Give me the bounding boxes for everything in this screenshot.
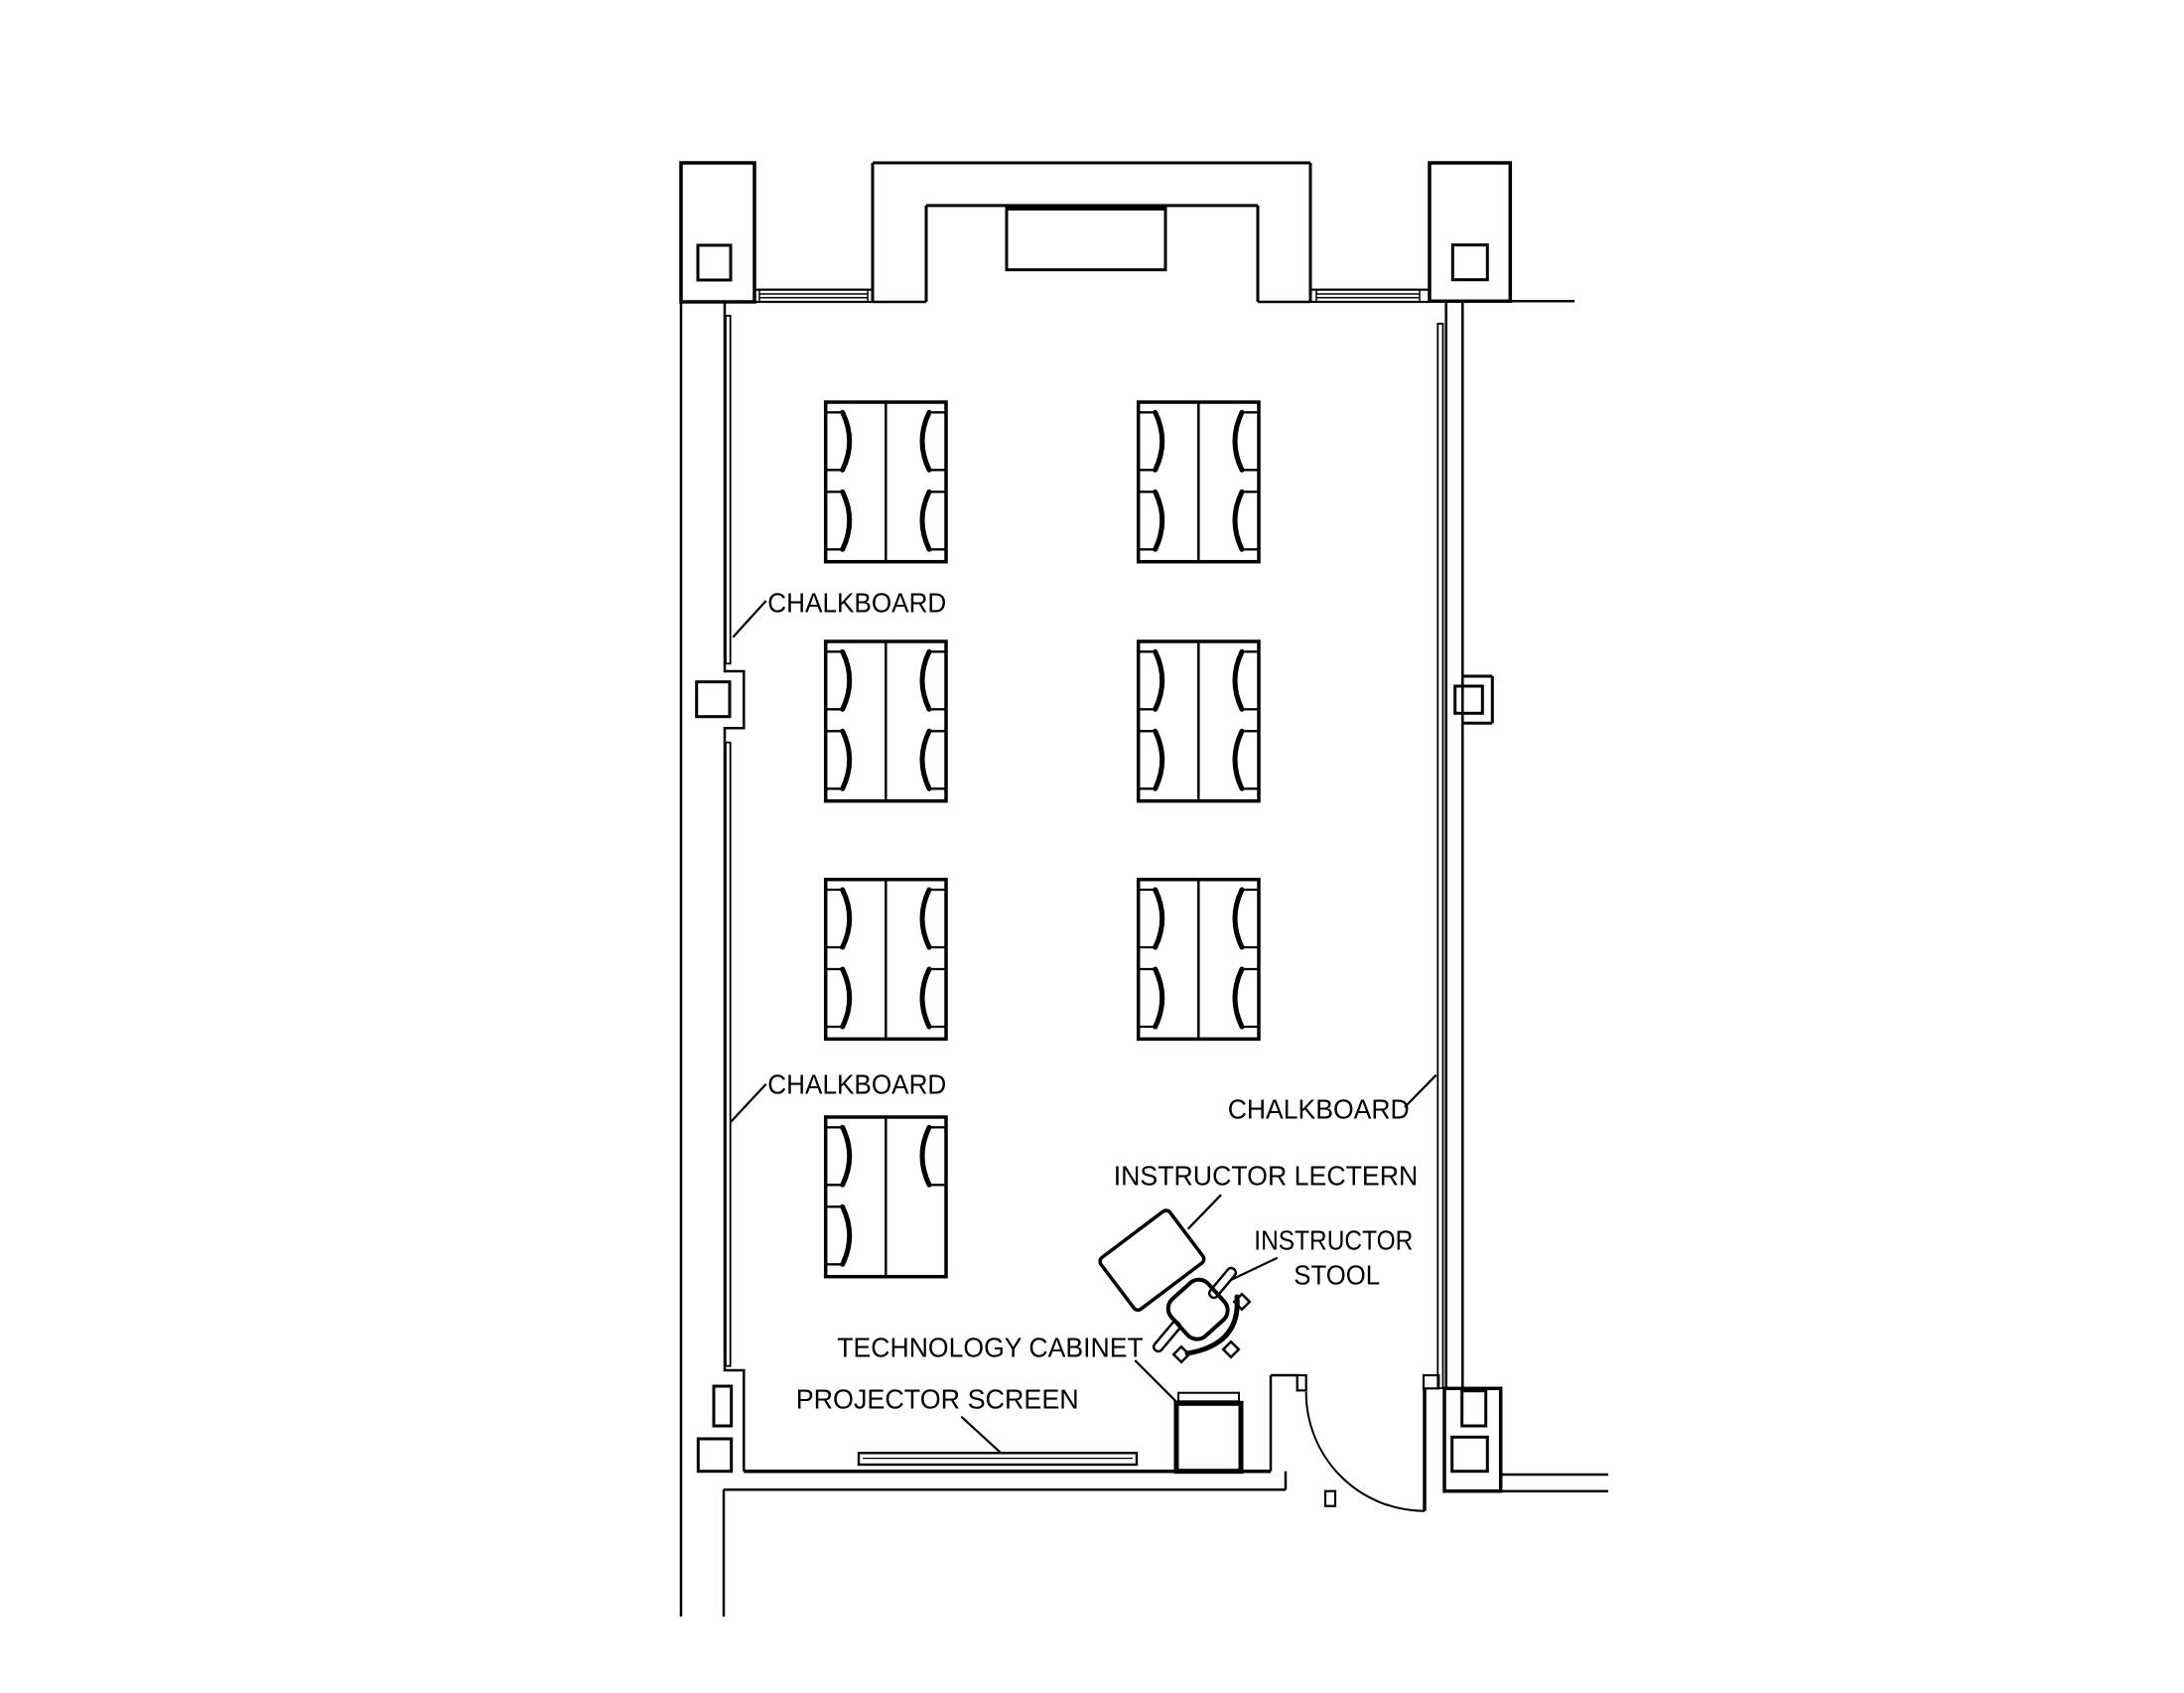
- student-table-1-chair-2-back: [919, 409, 932, 473]
- projector-screen: [857, 1452, 1139, 1467]
- instructor-stool-arm-1: [1207, 1266, 1238, 1300]
- door-swing-arc: [1304, 1391, 1426, 1512]
- column-bottom-left-core-b: [696, 1437, 734, 1474]
- technology-cabinet-label-leader: [1134, 1359, 1177, 1403]
- technology-cabinet-label: TECHNOLOGY CABINET: [837, 1333, 1143, 1363]
- student-table-5-chair-3-back: [919, 966, 932, 1030]
- instructor-stool-caster-1: [1171, 1344, 1191, 1364]
- exterior-wall-tab: [1323, 1489, 1337, 1507]
- chalkboard-label-lower-left: CHALKBOARD: [767, 1069, 946, 1100]
- chalkboard-label-lower-left-leader: [730, 1082, 767, 1123]
- student-table-1-chair-3-back: [919, 489, 932, 552]
- right-mid-pilaster-core: [1453, 684, 1484, 715]
- column-top-right: [1428, 161, 1513, 304]
- chalkboard-label-right-leader: [1404, 1073, 1437, 1108]
- technology-cabinet: [1173, 1400, 1244, 1475]
- chalkboard-label-upper-left-leader: [732, 600, 767, 638]
- student-table-6-chair-0-back: [1153, 887, 1165, 950]
- instructor-lectern: [1098, 1208, 1206, 1313]
- student-table-6-chair-3-back: [1232, 966, 1245, 1030]
- student-table-7-chair-1-back: [840, 1203, 853, 1267]
- student-table-3-chair-3-back: [919, 728, 932, 791]
- column-bottom-right-core-a: [1460, 1389, 1488, 1428]
- student-table-2-chair-0-back: [1153, 409, 1165, 473]
- chalkboard-right: [1436, 323, 1444, 1389]
- column-top-left: [679, 161, 756, 304]
- student-table-4-chair-3-back: [1232, 728, 1245, 791]
- projector-screen-label-leader: [960, 1415, 1003, 1455]
- door-jamb-right-notch: [1422, 1373, 1440, 1390]
- column-bottom-right: [1442, 1386, 1503, 1493]
- student-table-4-chair-0-back: [1153, 648, 1165, 712]
- projector-screen-label: PROJECTOR SCREEN: [796, 1383, 1079, 1414]
- left-mid-pilaster-core: [695, 680, 732, 719]
- door-jamb-left-notch: [1296, 1373, 1307, 1392]
- student-table-4-chair-1-back: [1153, 728, 1165, 791]
- instructor-lectern-label-leader: [1186, 1194, 1222, 1230]
- student-table-5-chair-0-back: [840, 887, 853, 950]
- column-bottom-left-core-a: [712, 1384, 734, 1428]
- student-table-1-chair-0-back: [840, 409, 853, 473]
- student-table-3-chair-2-back: [919, 648, 932, 712]
- column-bottom-right-core-b: [1450, 1435, 1489, 1474]
- instructor-stool-caster-3: [1232, 1292, 1252, 1312]
- student-table-2-chair-3-back: [1232, 489, 1245, 552]
- instructor-stool-label-line2: STOOL: [1294, 1259, 1380, 1290]
- left-wall-inner-face-with-pilasters: [723, 302, 746, 1472]
- student-table-5-chair-1-back: [840, 966, 853, 1030]
- instructor-stool-caster-2: [1221, 1340, 1241, 1359]
- student-table-6-chair-1-back: [1153, 966, 1165, 1030]
- student-table-3-chair-0-back: [840, 648, 853, 712]
- column-top-left-core: [696, 243, 733, 282]
- student-table-7-chair-0-back: [840, 1124, 853, 1188]
- student-table-4-chair-2-back: [1232, 648, 1245, 712]
- student-table-3-chair-1-back: [840, 728, 853, 791]
- student-table-7-chair-2-back: [919, 1124, 932, 1188]
- instructor-stool-label-line1-leader: [1230, 1256, 1279, 1281]
- student-table-2-chair-2-back: [1232, 409, 1245, 473]
- student-table-1-chair-1-back: [840, 489, 853, 552]
- instructor-stool-arm-2: [1152, 1320, 1182, 1353]
- instructor-lectern-label: INSTRUCTOR LECTERN: [1114, 1160, 1419, 1191]
- chalkboard-label-upper-left: CHALKBOARD: [767, 588, 946, 619]
- chalkboard-label-right: CHALKBOARD: [1228, 1094, 1410, 1125]
- student-table-5-chair-2-back: [919, 887, 932, 950]
- student-table-6-chair-2-back: [1232, 887, 1245, 950]
- student-table-2-chair-1-back: [1153, 489, 1165, 552]
- instructor-stool-label-line1: INSTRUCTOR: [1254, 1224, 1413, 1255]
- column-top-right-core: [1450, 243, 1489, 282]
